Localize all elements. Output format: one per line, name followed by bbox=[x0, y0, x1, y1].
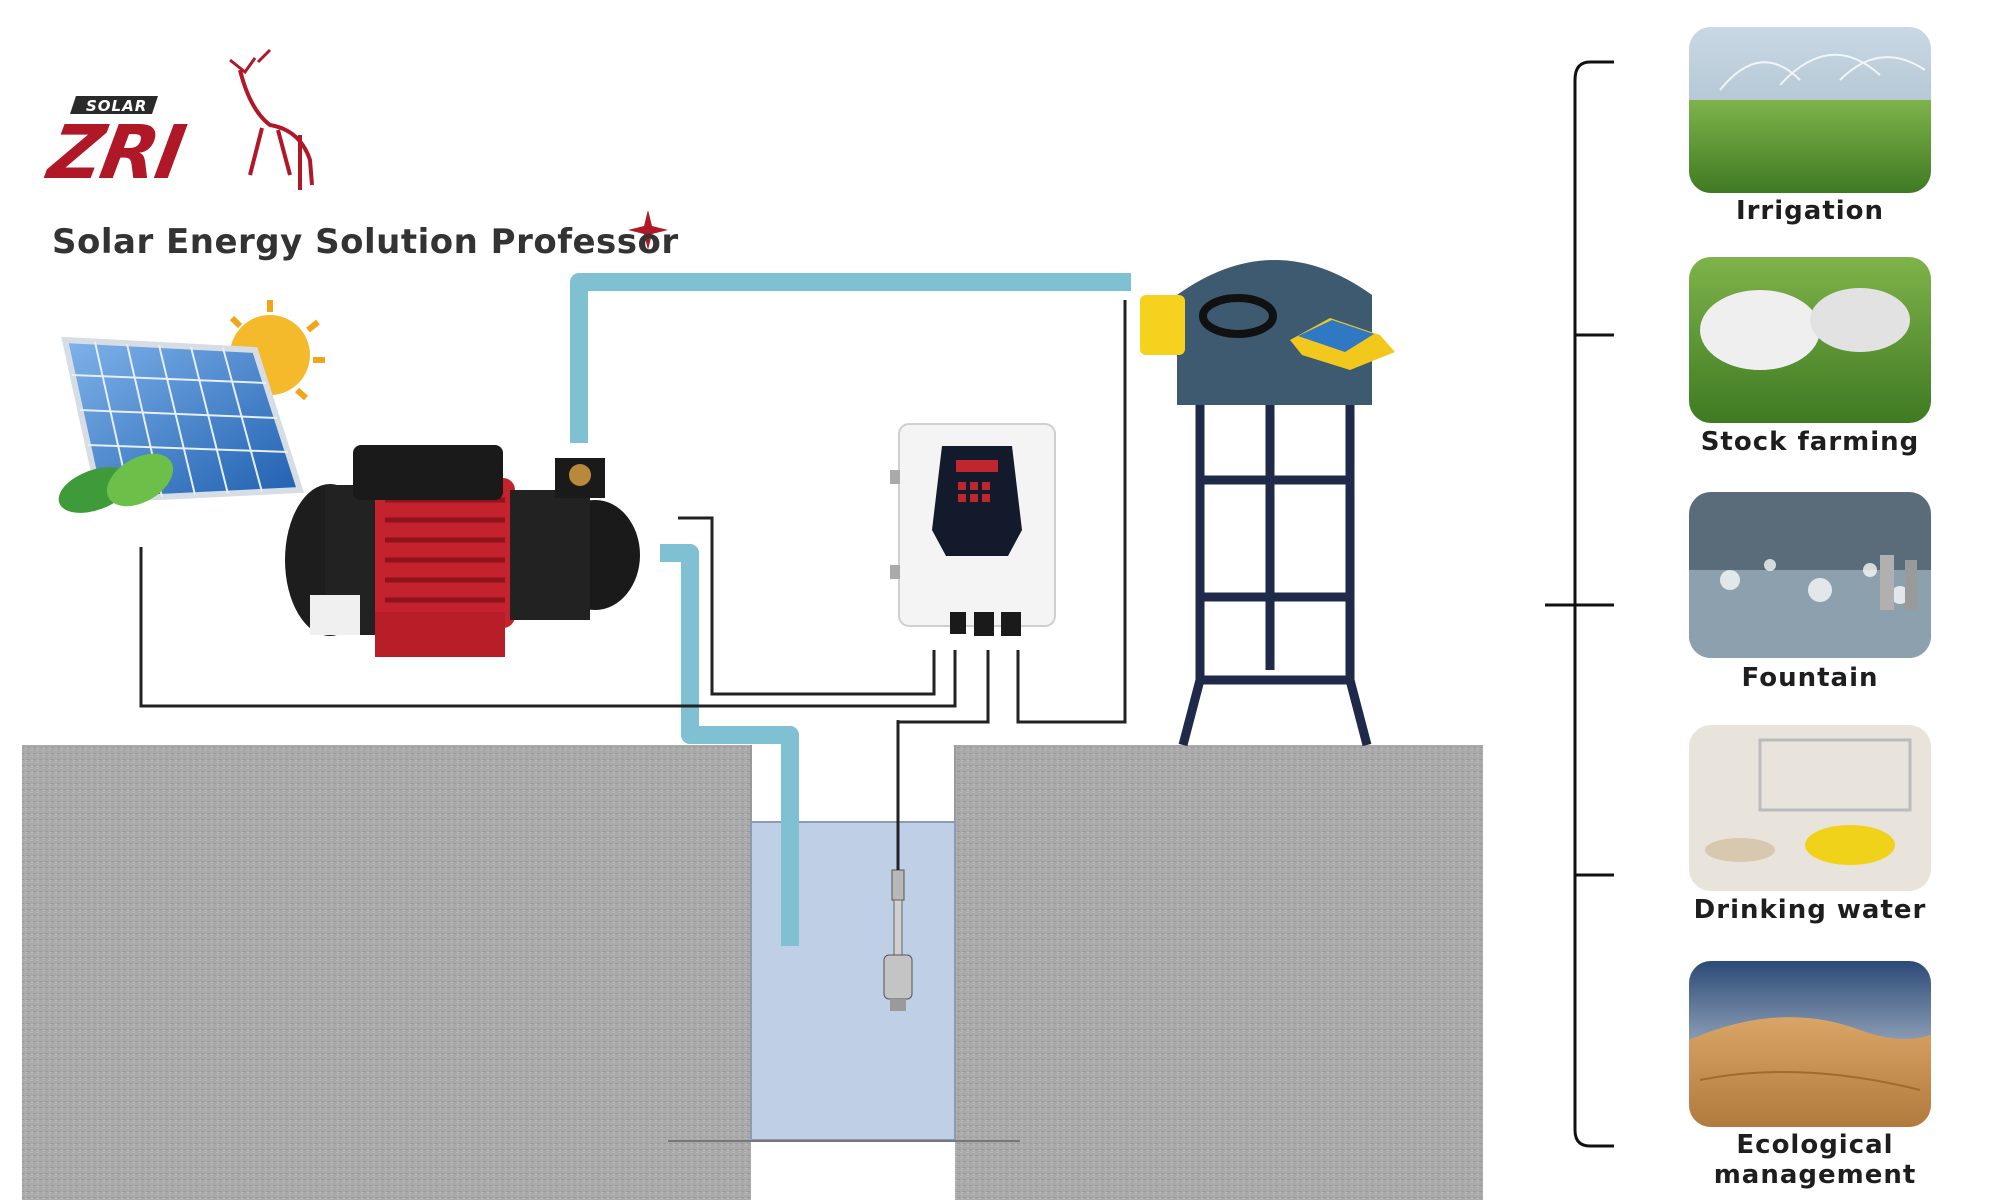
fountain-photo bbox=[1689, 492, 1931, 658]
application-label-ecological-management: Ecological management bbox=[1713, 1130, 1917, 1190]
water-tower bbox=[1140, 260, 1395, 747]
irrigation-photo bbox=[1689, 27, 1931, 193]
application-label-irrigation: Irrigation bbox=[1735, 196, 1885, 226]
desert-photo bbox=[1689, 961, 1931, 1127]
brand-logo bbox=[70, 48, 668, 250]
solar-panel bbox=[58, 300, 325, 513]
ground bbox=[22, 745, 1483, 1200]
brand-tagline: Solar Energy Solution Professor bbox=[52, 222, 679, 262]
application-label-fountain: Fountain bbox=[1741, 663, 1879, 693]
applications-bracket bbox=[1545, 60, 1614, 1148]
brand-name: ZRI bbox=[42, 110, 190, 196]
application-label-drinking-water: Drinking water bbox=[1693, 895, 1927, 925]
water-pipes bbox=[570, 273, 1131, 946]
sheep-grazing-photo bbox=[1689, 257, 1931, 423]
brand-badge: SOLAR bbox=[86, 97, 148, 115]
control-wires bbox=[139, 300, 1127, 870]
surface-pump bbox=[285, 445, 640, 657]
pump-controller bbox=[890, 423, 1056, 636]
water-well bbox=[668, 745, 1020, 1142]
drinking-water-photo bbox=[1689, 725, 1931, 891]
application-label-stock-farming: Stock farming bbox=[1700, 427, 1920, 457]
